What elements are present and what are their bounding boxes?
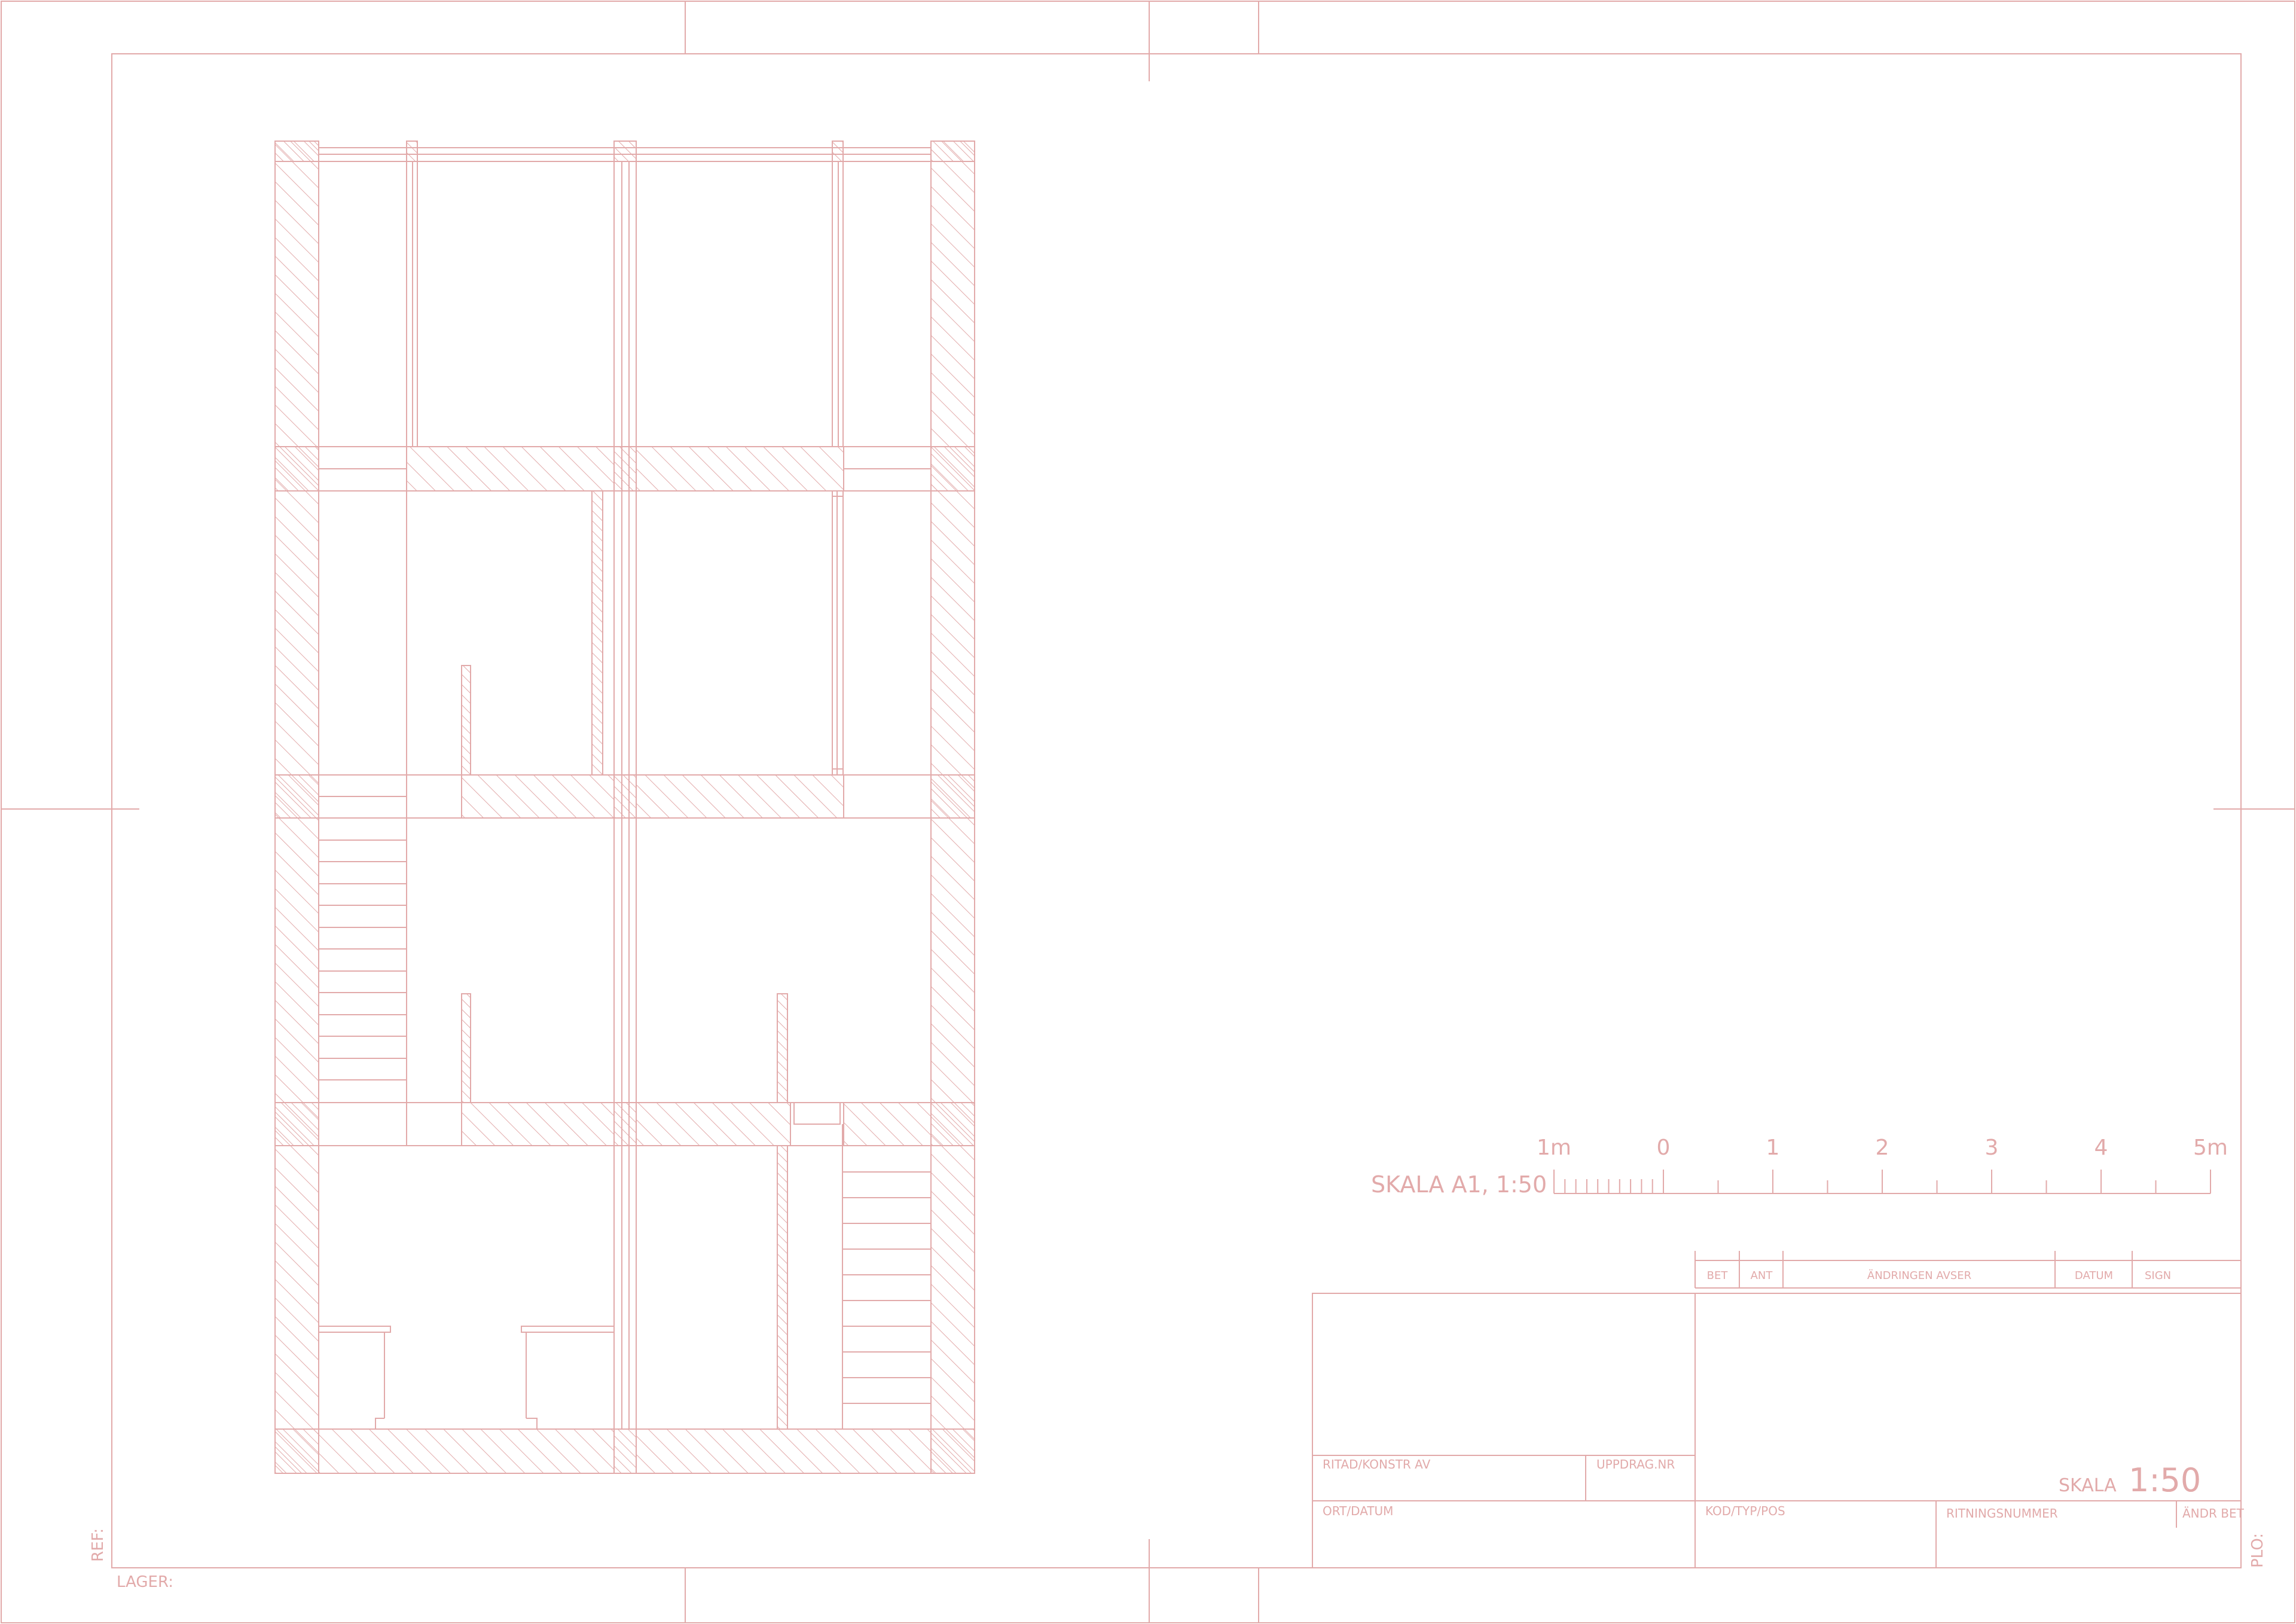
drawn-by-label: RITAD/KONSTR AV bbox=[1323, 1457, 1431, 1472]
lager-label: LAGER: bbox=[117, 1573, 173, 1591]
scale-bar-tick-label: 1m bbox=[1537, 1135, 1571, 1160]
scale-bar: SKALA A1, 1:50 1m 0 1 2 3 4 5m bbox=[1371, 1135, 2228, 1198]
revision-column-header: SIGN bbox=[2145, 1269, 2171, 1282]
revision-label: ÄNDR BET bbox=[2182, 1506, 2245, 1521]
scale-bar-tick-label: 5m bbox=[2193, 1135, 2228, 1160]
scale-bar-caption: SKALA A1, 1:50 bbox=[1371, 1171, 1547, 1198]
ref-label: REF: bbox=[89, 1528, 107, 1562]
revision-column-header: ANT bbox=[1751, 1269, 1773, 1282]
scale-bar-tick-label: 3 bbox=[1985, 1135, 1999, 1160]
revision-column-header: ÄNDRINGEN AVSER bbox=[1867, 1269, 1971, 1282]
revision-table-headers: BET ANT ÄNDRINGEN AVSER DATUM SIGN bbox=[1707, 1269, 2172, 1282]
scale-bar-tick-label: 4 bbox=[2095, 1135, 2108, 1160]
scale-bar-tick-label: 2 bbox=[1876, 1135, 1889, 1160]
scale-label: SKALA bbox=[2059, 1475, 2117, 1496]
scale-value: 1:50 bbox=[2129, 1461, 2201, 1499]
scale-bar-tick-label: 0 bbox=[1657, 1135, 1671, 1160]
title-block bbox=[1312, 1293, 2242, 1568]
assignment-number-label: UPPDRAG.NR bbox=[1596, 1457, 1675, 1472]
revision-column-header: DATUM bbox=[2075, 1269, 2113, 1282]
building-section bbox=[274, 141, 975, 1474]
revision-column-header: BET bbox=[1707, 1269, 1729, 1282]
code-type-pos-label: KOD/TYP/POS bbox=[1705, 1504, 1785, 1518]
place-date-label: ORT/DATUM bbox=[1323, 1504, 1393, 1518]
plo-label: PLO: bbox=[2249, 1533, 2267, 1568]
drawing-number-label: RITNINGSNUMMER bbox=[1946, 1506, 2058, 1521]
scale-bar-tick-label: 1 bbox=[1766, 1135, 1780, 1160]
revision-table bbox=[1694, 1251, 2241, 1289]
